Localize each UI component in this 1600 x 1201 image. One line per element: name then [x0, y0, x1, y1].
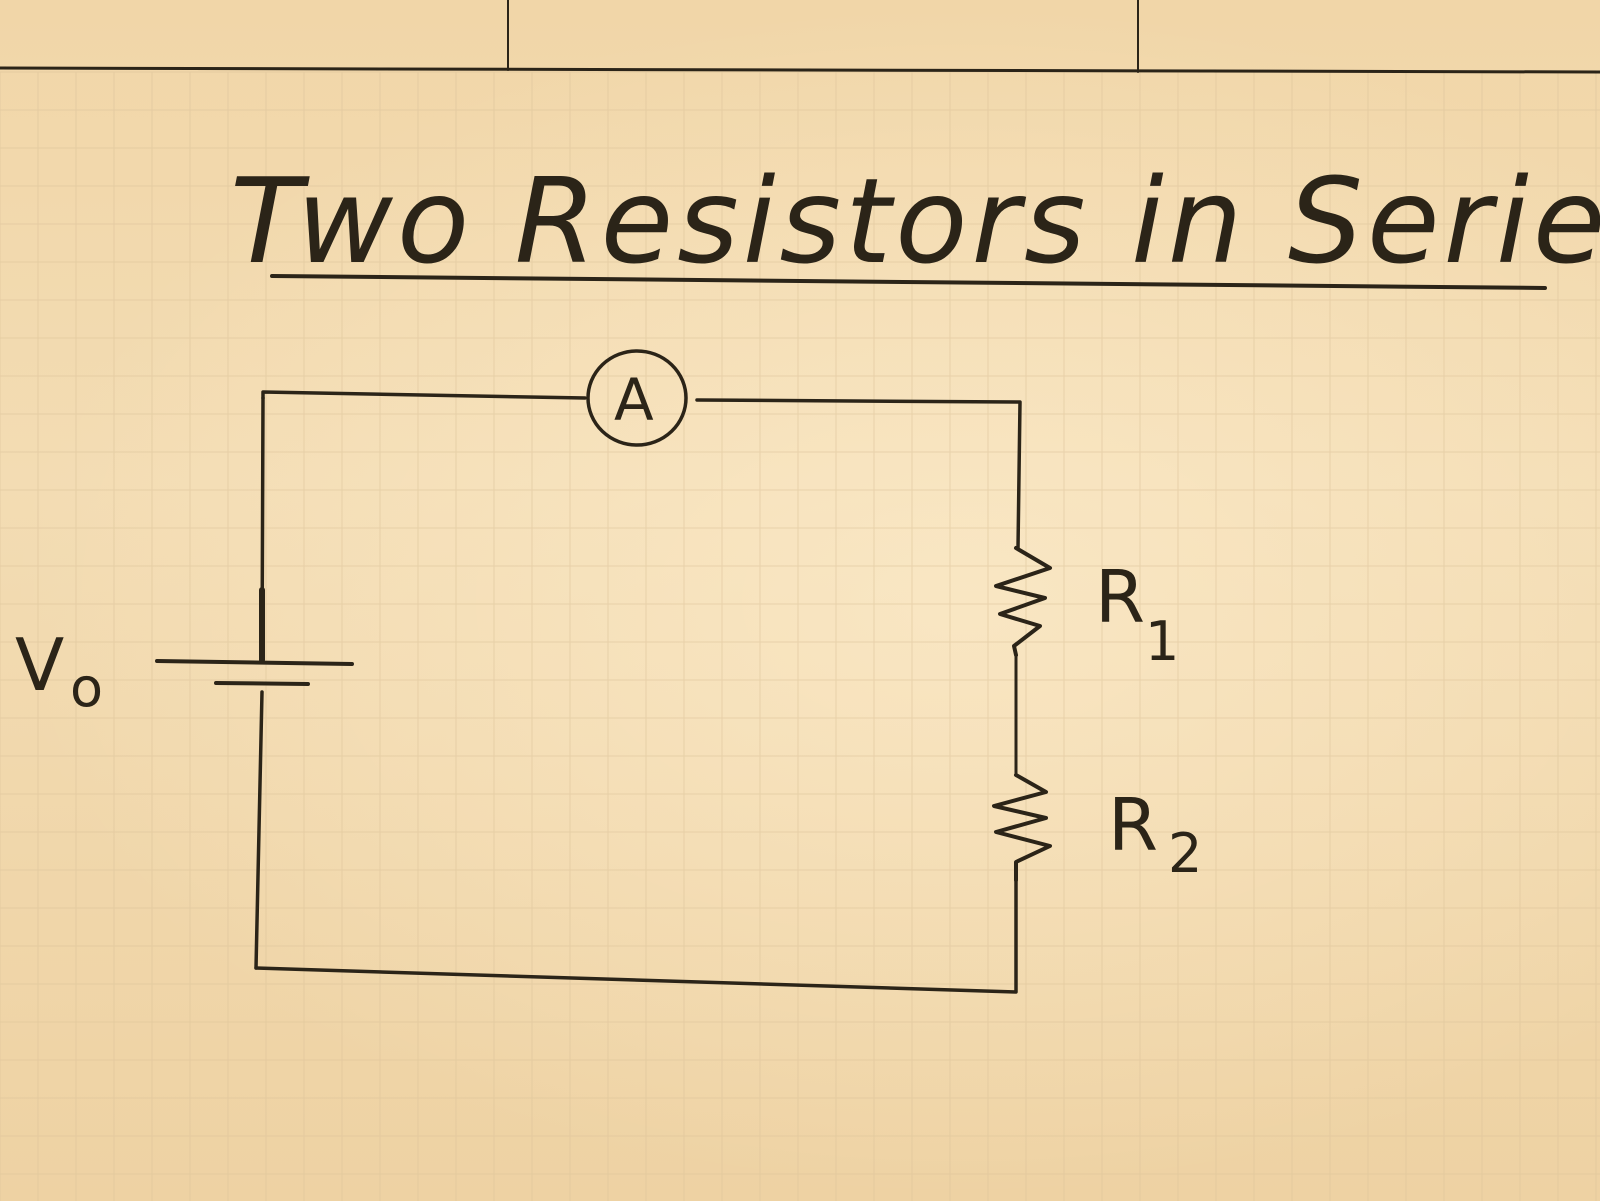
resistor-2-symbol — [992, 773, 1052, 882]
header-border — [0, 0, 1600, 74]
title-underline — [270, 274, 1547, 290]
graph-grid — [0, 71, 1600, 1201]
circuit-wires — [254, 390, 1022, 994]
resistor-1-label: R — [1095, 555, 1145, 639]
resistor-1-subscript: 1 — [1145, 610, 1179, 673]
source-label: V — [15, 623, 64, 707]
source-subscript: o — [70, 656, 103, 719]
ammeter-symbol — [586, 349, 688, 447]
battery-symbol — [155, 659, 354, 686]
resistor-2-label: R — [1108, 783, 1158, 867]
diagram-title: Two Resistors in Series — [230, 152, 1600, 290]
resistor-1-symbol — [994, 546, 1052, 657]
ammeter-label: A — [614, 366, 654, 434]
resistor-2-subscript: 2 — [1168, 822, 1202, 885]
